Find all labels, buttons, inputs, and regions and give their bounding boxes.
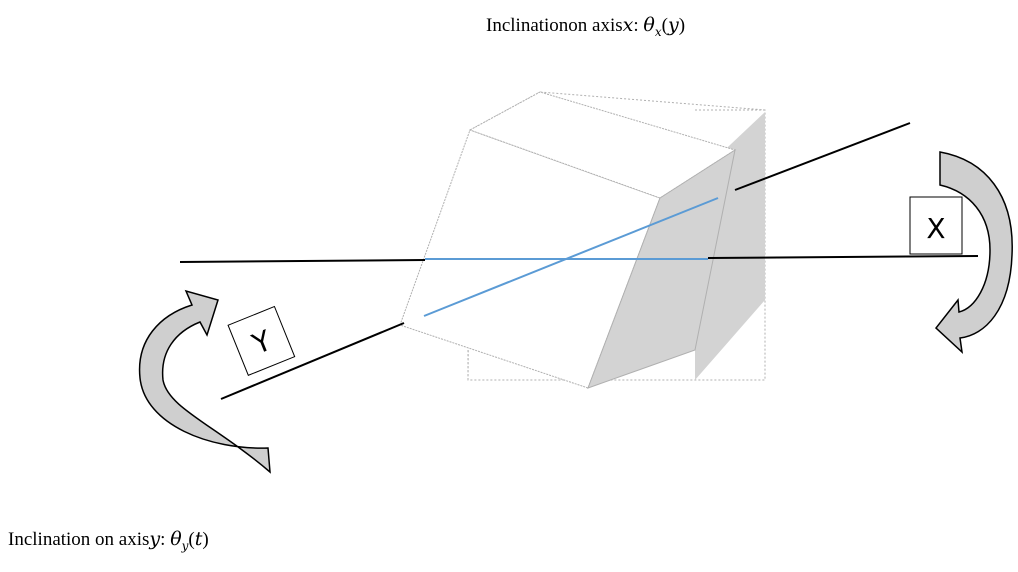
- caption-x-sep: :: [633, 15, 644, 36]
- tilted-box-side-face: [587, 148, 736, 389]
- caption-x-theta: θ: [643, 14, 655, 36]
- caption-inclination-x: Inclinationon axisx: θx(y): [486, 14, 685, 39]
- y-label-group: Y: [227, 305, 296, 376]
- caption-y-arg-var: t: [194, 528, 203, 550]
- caption-y-theta-sub: y: [181, 538, 189, 553]
- caption-x-symbol: x: [622, 14, 634, 36]
- rotation-arrow-y-icon: [138, 289, 271, 474]
- caption-y-arg-close: ): [202, 529, 209, 550]
- y-axis-line-right: [734, 122, 911, 191]
- y-axis-line-left: [220, 322, 405, 400]
- x-label-text: X: [926, 212, 945, 245]
- caption-x-arg-var: y: [667, 14, 679, 36]
- rotation-arrow-x-icon: [934, 151, 1013, 354]
- y-label-box: [227, 305, 296, 376]
- caption-y-arg-open: (: [188, 529, 195, 550]
- y-axis-inner-line: [423, 197, 719, 317]
- caption-x-arg-close: ): [678, 15, 686, 36]
- caption-x-prefix: Inclinationon axis: [486, 15, 623, 36]
- caption-inclination-y: Inclination on axisy: θy(t): [8, 528, 209, 553]
- x-axis-line-right: [707, 255, 979, 259]
- caption-y-symbol: y: [149, 528, 161, 550]
- caption-y-sep: :: [160, 529, 171, 550]
- caption-x-arg-open: (: [661, 15, 668, 36]
- x-axis-line-left: [179, 259, 426, 263]
- x-label-box: [909, 196, 963, 255]
- caption-y-prefix: Inclination on axis: [8, 529, 150, 550]
- caption-x-theta-sub: x: [654, 24, 662, 39]
- caption-y-theta: θ: [170, 528, 182, 550]
